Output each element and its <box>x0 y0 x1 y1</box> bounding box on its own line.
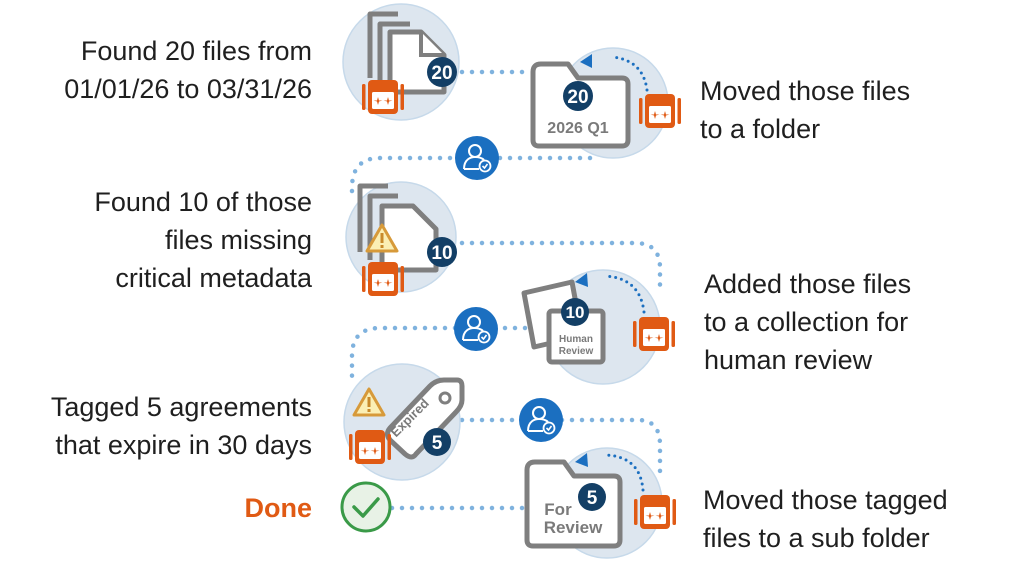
step6-text: Moved those tagged files to a sub folder <box>703 481 948 557</box>
text-line: Moved those tagged <box>703 485 948 515</box>
robot-icon <box>634 495 676 529</box>
svg-text:For: For <box>544 500 572 519</box>
step4-text: Added those files to a collection for hu… <box>704 265 911 379</box>
svg-text:20: 20 <box>567 87 588 108</box>
check-circle-icon <box>340 481 392 533</box>
svg-text:5: 5 <box>587 488 598 509</box>
step1-text: Found 20 files from 01/01/26 to 03/31/26 <box>64 32 312 108</box>
count-badge <box>427 237 457 267</box>
text-line: Moved those files <box>700 76 911 106</box>
text-line: files to a sub folder <box>703 523 930 553</box>
count-badge <box>578 483 606 511</box>
connector <box>349 155 593 203</box>
step2-icon-group: 20 2026 Q1 <box>530 47 681 159</box>
step4-icon-group: 10 Human Review <box>521 269 675 385</box>
svg-text:2026 Q1: 2026 Q1 <box>547 120 608 137</box>
text-line: to a collection for <box>704 307 909 337</box>
svg-text:Review: Review <box>544 518 603 537</box>
robot-icon <box>639 94 681 128</box>
count-badge <box>427 57 457 87</box>
text-line: Tagged 5 agreements <box>50 392 312 422</box>
arrow-head-icon <box>580 54 592 68</box>
arrow-arc <box>603 453 645 492</box>
document-stack-icon <box>367 11 447 95</box>
person-check-icon <box>454 135 500 181</box>
text-line: critical metadata <box>115 263 312 293</box>
step1-icon-group: 20 <box>342 3 460 121</box>
svg-text:5: 5 <box>432 433 443 454</box>
text-line: files missing <box>164 225 312 255</box>
count-badge <box>563 81 593 111</box>
robot-icon <box>362 80 404 114</box>
step3-text: Found 10 of those files missing critical… <box>94 183 312 297</box>
svg-text:Review: Review <box>559 346 594 357</box>
robot-icon <box>362 262 404 296</box>
person-check-icon <box>518 397 564 443</box>
svg-text:20: 20 <box>431 63 452 84</box>
count-badge <box>561 298 589 326</box>
text-line: Found 20 files from <box>80 36 312 66</box>
text-line: 01/01/26 to 03/31/26 <box>64 74 312 104</box>
step5-text: Tagged 5 agreements that expire in 30 da… <box>51 388 312 464</box>
robot-icon <box>349 430 391 464</box>
svg-text:Human: Human <box>559 334 593 345</box>
step2-text: Moved those files to a folder <box>700 72 910 148</box>
text-line: Added those files <box>704 269 912 299</box>
robot-icon <box>633 317 675 351</box>
text-line: to a folder <box>700 114 821 144</box>
text-line: Found 10 of those <box>94 187 312 217</box>
svg-text:10: 10 <box>566 303 585 322</box>
count-badge <box>423 428 451 456</box>
document-stack-icon <box>379 203 439 273</box>
text-line: human review <box>704 345 873 375</box>
arrow-arc <box>603 274 646 314</box>
step3-icon-group: 10 <box>345 181 457 296</box>
step5-icon-group: Expired 5 <box>343 363 465 481</box>
arrow-arc <box>610 55 649 92</box>
svg-text:10: 10 <box>431 243 452 264</box>
step6-icon-group: 5 For Review <box>524 447 676 559</box>
arrow-head-icon <box>575 453 588 467</box>
done-label: Done <box>244 493 313 523</box>
arrow-head-icon <box>575 273 588 287</box>
text-line: that expire in 30 days <box>55 430 312 460</box>
folder-icon <box>524 459 623 549</box>
connector <box>349 325 548 385</box>
person-check-icon <box>453 306 499 352</box>
